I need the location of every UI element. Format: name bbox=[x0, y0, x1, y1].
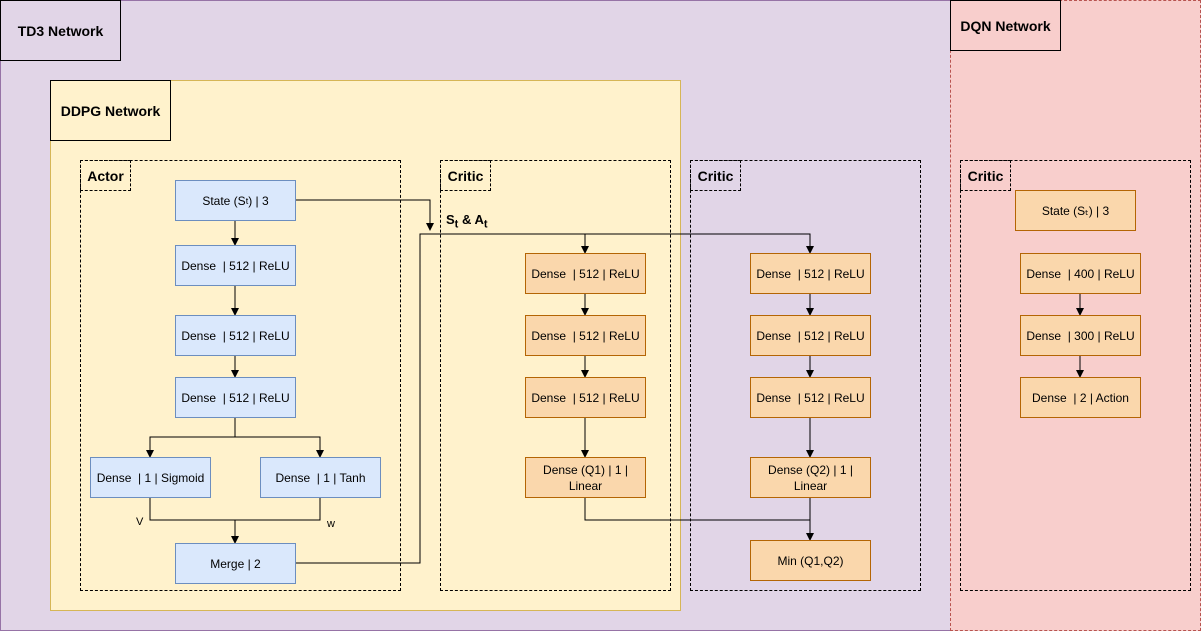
dqn-state-node: State (Sₜ) | 3 bbox=[1015, 190, 1136, 231]
state-action-t2: t bbox=[483, 218, 488, 231]
actor-tanh-node: Dense | 1 | Tanh bbox=[260, 457, 381, 498]
dqn-dense-3: Dense | 2 | Action bbox=[1020, 377, 1141, 418]
critic2-q-node: Dense (Q2) | 1 | Linear bbox=[750, 457, 871, 498]
min-q-node: Min (Q1,Q2) bbox=[750, 540, 871, 581]
state-action-s: S bbox=[446, 212, 455, 227]
actor-dense-3: Dense | 512 | ReLU bbox=[175, 377, 296, 418]
actor-state-suffix: ) | 3 bbox=[248, 193, 269, 208]
td3-title: TD3 Network bbox=[0, 0, 121, 61]
critic1-dense-2: Dense | 512 | ReLU bbox=[525, 315, 646, 356]
critic2-label: Critic bbox=[690, 160, 741, 191]
actor-dense-1: Dense | 512 | ReLU bbox=[175, 245, 296, 286]
critic2-group bbox=[690, 160, 921, 591]
state-action-t1: t bbox=[454, 218, 459, 231]
actor-sigmoid-node: Dense | 1 | Sigmoid bbox=[90, 457, 211, 498]
actor-group bbox=[80, 160, 401, 591]
actor-state-subscript: t bbox=[245, 195, 249, 206]
critic2-dense-3: Dense | 512 | ReLU bbox=[750, 377, 871, 418]
state-action-amp: & A bbox=[458, 212, 484, 227]
ddpg-title: DDPG Network bbox=[50, 80, 171, 141]
actor-dense-2: Dense | 512 | ReLU bbox=[175, 315, 296, 356]
actor-state-prefix: State (S bbox=[202, 193, 246, 208]
critic1-dense-1: Dense | 512 | ReLU bbox=[525, 253, 646, 294]
dqn-title: DQN Network bbox=[950, 0, 1061, 51]
actor-merge-node: Merge | 2 bbox=[175, 543, 296, 584]
w-edge-label: w bbox=[327, 518, 335, 530]
v-edge-label: V bbox=[136, 516, 144, 528]
dqn-critic-group bbox=[960, 160, 1191, 591]
state-action-label: St & At bbox=[446, 212, 488, 231]
dqn-dense-1: Dense | 400 | ReLU bbox=[1020, 253, 1141, 294]
critic1-q-node: Dense (Q1) | 1 | Linear bbox=[525, 457, 646, 498]
actor-label: Actor bbox=[80, 160, 131, 191]
dqn-critic-label: Critic bbox=[960, 160, 1011, 191]
dqn-dense-2: Dense | 300 | ReLU bbox=[1020, 315, 1141, 356]
critic1-dense-3: Dense | 512 | ReLU bbox=[525, 377, 646, 418]
critic2-dense-1: Dense | 512 | ReLU bbox=[750, 253, 871, 294]
critic1-label: Critic bbox=[440, 160, 491, 191]
critic2-dense-2: Dense | 512 | ReLU bbox=[750, 315, 871, 356]
